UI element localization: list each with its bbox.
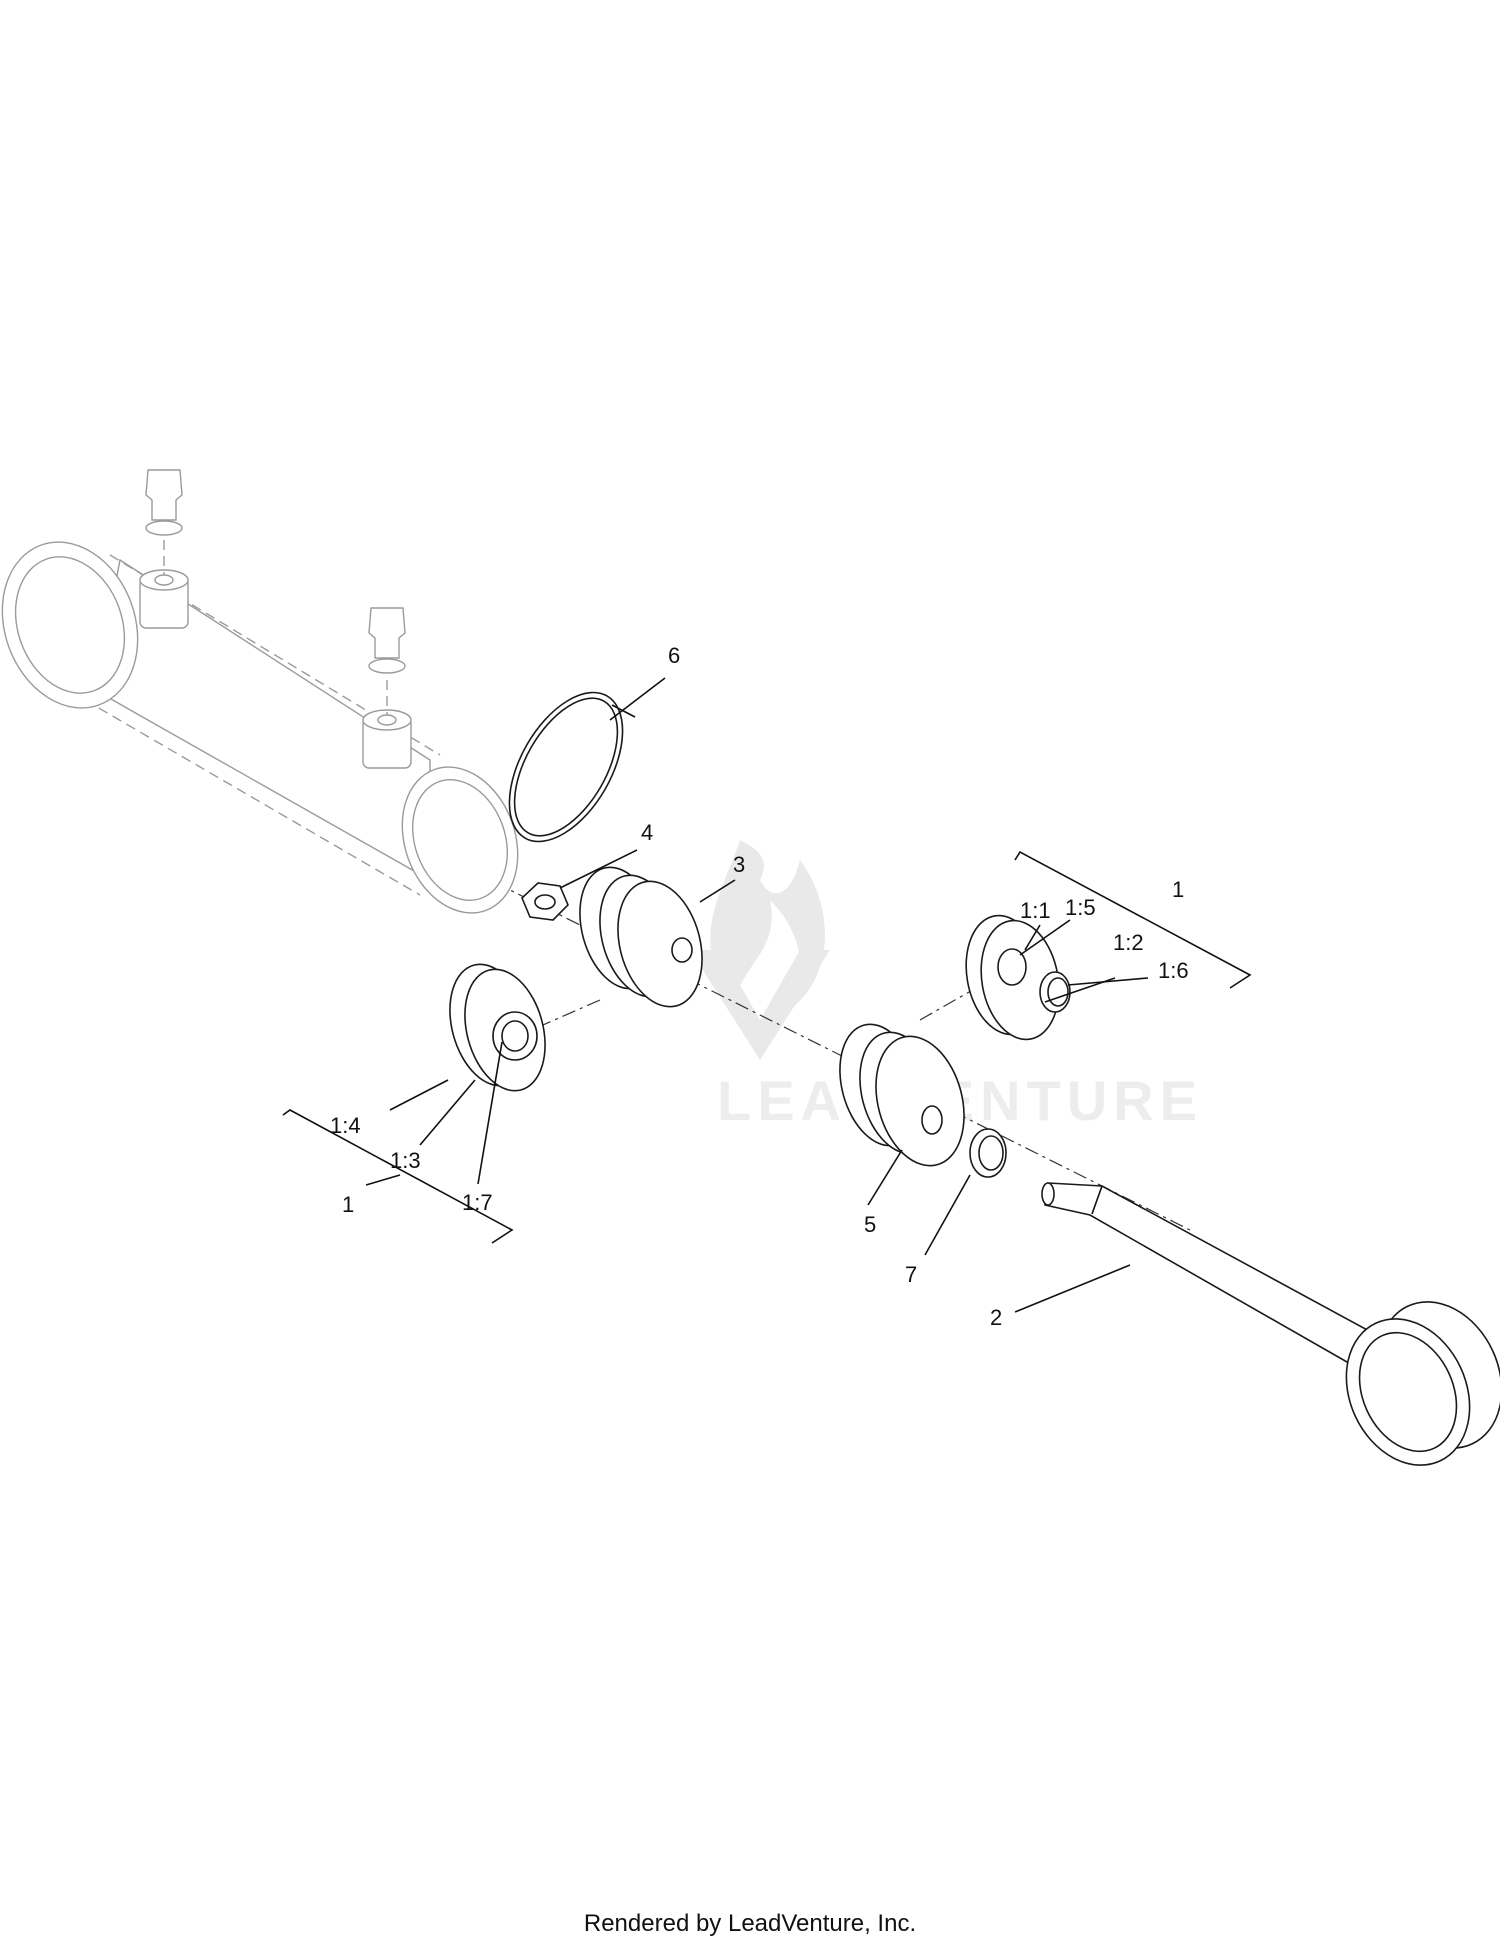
callout-1-6: 1:6: [1158, 958, 1189, 983]
seal-kit-left: [449, 963, 546, 1092]
render-credit: Rendered by LeadVenture, Inc.: [583, 1910, 917, 1937]
callout-1-3: 1:3: [390, 1148, 421, 1173]
part-4-hex-nut: [521, 882, 569, 921]
callout-4: 4: [641, 820, 653, 845]
assembly-axis: [469, 869, 1191, 1231]
part-7-washer: [969, 1128, 1007, 1178]
part-3-piston: [579, 866, 703, 1008]
callout-1-5: 1:5: [1065, 895, 1096, 920]
callout-7: 7: [905, 1262, 917, 1287]
part-5-gland: [839, 1023, 965, 1167]
callout-1-2: 1:2: [1113, 930, 1144, 955]
callout-5: 5: [864, 1212, 876, 1237]
callout-1-4: 1:4: [330, 1113, 361, 1138]
callout-3: 3: [733, 852, 745, 877]
callout-2: 2: [990, 1305, 1002, 1330]
callout-1-1: 1:1: [1020, 898, 1051, 923]
cylinder-barrel: [1, 469, 519, 914]
kit-bracket-left: [282, 1109, 514, 1244]
part-2-piston-rod: [1041, 1182, 1500, 1466]
callout-6: 6: [668, 643, 680, 668]
callout-1-7: 1:7: [462, 1190, 493, 1215]
leader-lines: [365, 677, 1149, 1313]
part-6-retaining-ring: [508, 691, 636, 843]
kit-bracket-right: [1014, 850, 1252, 989]
seal-kit-right: [965, 914, 1071, 1041]
callout-1-left: 1: [342, 1192, 354, 1217]
callout-1-right: 1: [1172, 877, 1184, 902]
